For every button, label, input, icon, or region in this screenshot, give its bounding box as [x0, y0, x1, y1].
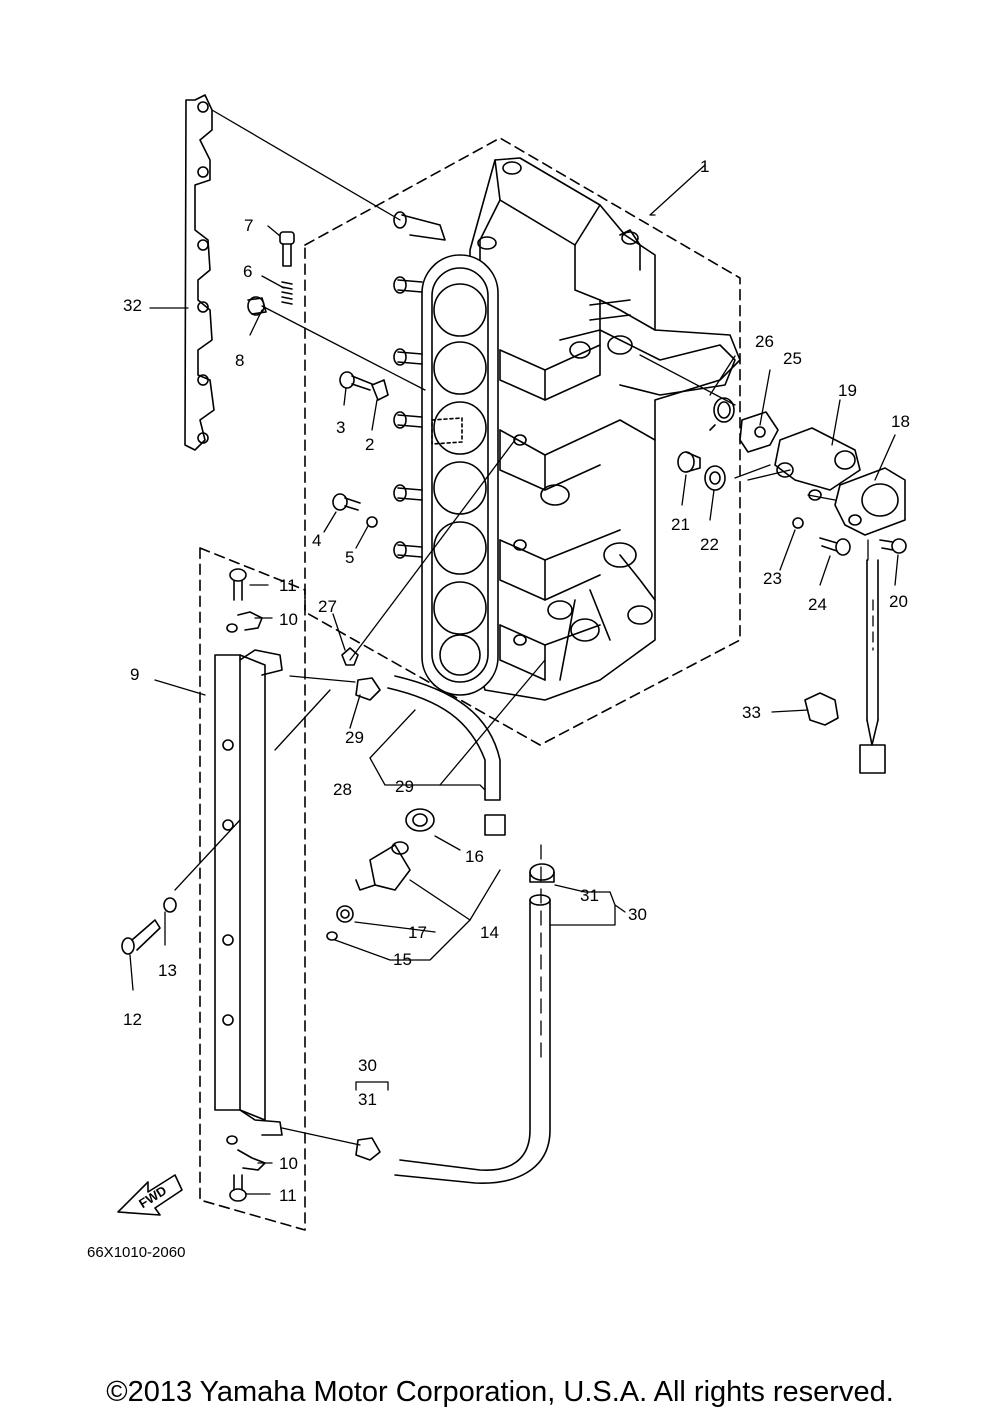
- part-label-7: 7: [244, 216, 253, 235]
- block-25: [739, 411, 779, 453]
- part-label-10-bottom: 10: [279, 1154, 298, 1173]
- valve-14: [355, 841, 411, 891]
- bolt-4: [332, 493, 361, 511]
- part-label-25: 25: [783, 349, 802, 368]
- clamp-29-lower: [484, 814, 506, 836]
- part-label-26: 26: [755, 332, 774, 351]
- bushing-22: [704, 465, 726, 491]
- part-label-8: 8: [235, 351, 244, 370]
- part-label-11-top: 11: [279, 576, 297, 595]
- bolt-20: [879, 538, 907, 554]
- fwd-arrow-icon: [117, 1174, 183, 1216]
- copyright-notice: ©2013 Yamaha Motor Corporation, U.S.A. A…: [106, 1376, 894, 1408]
- bolt-12: [121, 919, 161, 955]
- clamp-2: [371, 379, 389, 401]
- part-label-14: 14: [480, 923, 499, 942]
- part-label-29-upper: 29: [345, 728, 364, 747]
- sensor-18: [834, 467, 906, 536]
- screw-7: [279, 231, 295, 267]
- part-labels: 1 2 3 4 5 6 7 8 9 10 10 11 11 12 13 14 1…: [87, 157, 910, 1261]
- screw-11-bottom: [229, 1174, 247, 1202]
- part-label-29-lower: 29: [395, 777, 414, 796]
- part-label-9: 9: [130, 665, 139, 684]
- part-label-23: 23: [763, 569, 782, 588]
- part-label-4: 4: [312, 531, 321, 550]
- screw-11-top: [229, 568, 247, 601]
- part-label-31-bottom: 31: [358, 1090, 377, 1109]
- part-label-22: 22: [700, 535, 719, 554]
- part-label-24: 24: [808, 595, 827, 614]
- clamp-31-bottom: [355, 1137, 381, 1161]
- clamp-31-right: [529, 863, 555, 883]
- part-label-13: 13: [158, 961, 177, 980]
- spring-6: [281, 281, 293, 305]
- clip-33: [804, 692, 839, 726]
- part-label-21: 21: [671, 515, 690, 534]
- bushing-21: [677, 451, 701, 473]
- part-label-1: 1: [700, 157, 709, 176]
- part-label-2: 2: [365, 435, 374, 454]
- part-label-30-bottom: 30: [358, 1056, 377, 1075]
- part-label-19: 19: [838, 381, 857, 400]
- sensor-lead: [859, 559, 886, 774]
- part-label-11-bottom: 11: [279, 1186, 297, 1205]
- part-label-6: 6: [243, 262, 252, 281]
- clip-10-top: [226, 611, 263, 633]
- part-label-17: 17: [408, 923, 427, 942]
- part-label-5: 5: [345, 548, 354, 567]
- spring-26: [709, 397, 735, 431]
- part-label-27: 27: [318, 597, 337, 616]
- clip-10-bottom: [226, 1135, 266, 1171]
- clamp-29-upper: [355, 677, 381, 701]
- part-label-20: 20: [889, 592, 908, 611]
- oring-15: [326, 931, 338, 941]
- screw-24: [819, 537, 851, 556]
- rail-outline: [199, 547, 306, 1231]
- cylinder-bore-plate: [421, 254, 499, 696]
- part-label-33: 33: [742, 703, 761, 722]
- part-label-31-right: 31: [580, 886, 599, 905]
- part-label-30-right: 30: [628, 905, 647, 924]
- rail-bracket-32: [184, 94, 215, 451]
- part-label-12: 12: [123, 1010, 142, 1029]
- washer-23: [792, 517, 804, 529]
- part-label-18: 18: [891, 412, 910, 431]
- seal-17: [336, 905, 354, 923]
- rail-9: [214, 649, 283, 1136]
- part-label-10-top: 10: [279, 610, 298, 629]
- grommet-16: [405, 808, 435, 832]
- sensor-bracket-19: [774, 427, 861, 501]
- part-label-28: 28: [333, 780, 352, 799]
- cap-8: [247, 296, 267, 316]
- diagram-code: 66X1010-2060: [87, 1244, 185, 1261]
- hose-28: [387, 675, 501, 801]
- part-label-3: 3: [336, 418, 345, 437]
- pin-27: [341, 647, 359, 666]
- hose-30: [394, 894, 551, 1184]
- cylinder-block: [469, 157, 741, 701]
- leader-lines: [129, 109, 899, 1195]
- washer-5: [366, 516, 378, 528]
- part-label-16: 16: [465, 847, 484, 866]
- part-label-15: 15: [393, 950, 412, 969]
- part-label-32: 32: [123, 296, 142, 315]
- bolt-3: [339, 371, 373, 391]
- cylinder-head-bolts: [393, 211, 446, 559]
- washer-13: [163, 897, 177, 913]
